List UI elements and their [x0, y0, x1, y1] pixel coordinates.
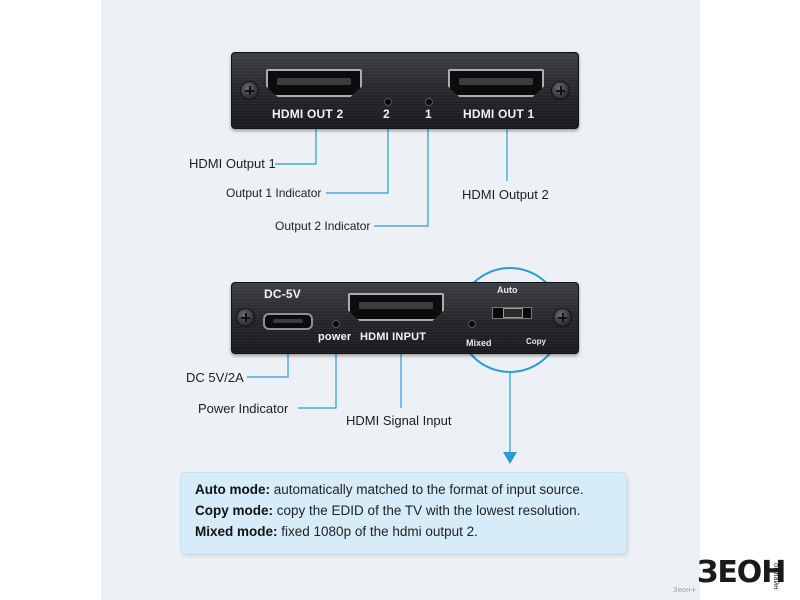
output-panel: HDMI OUT 2 2 1 HDMI OUT 1: [231, 52, 579, 129]
mode-auto-line: Auto mode: automatically matched to the …: [195, 482, 584, 497]
callout-dc: DC 5V/2A: [186, 370, 244, 385]
dc-5v-label: DC-5V: [264, 287, 302, 301]
mode-copy-line: Copy mode: copy the EDID of the TV with …: [195, 503, 580, 518]
callout-hdmi-signal-input: HDMI Signal Input: [346, 413, 452, 428]
mode-name: Mixed mode:: [195, 524, 278, 539]
hdmi-out-1-label: HDMI OUT 1: [463, 107, 535, 121]
hdmi-out-1-port: [448, 69, 544, 97]
callout-power-indicator: Power Indicator: [198, 401, 289, 416]
mode-led: [468, 320, 476, 328]
input-panel: DC-5V power HDMI INPUT Auto Mixed Copy: [231, 282, 579, 354]
brand-logo-side: онлайн: [772, 563, 780, 590]
screw-icon: [551, 81, 570, 100]
led-2-label: 2: [383, 107, 390, 121]
dc-power-port: [263, 313, 313, 330]
mode-switch-knob[interactable]: [503, 308, 523, 318]
output-1-led: [425, 98, 433, 106]
mode-mixed-line: Mixed mode: fixed 1080p of the hdmi outp…: [195, 524, 478, 539]
screw-icon: [553, 308, 572, 327]
callout-output-2-indicator: Output 2 Indicator: [275, 219, 371, 233]
watermark: Зеон+: [673, 586, 697, 594]
power-led: [332, 320, 340, 328]
hdmi-out-2-port: [266, 69, 362, 97]
screw-icon: [236, 308, 255, 327]
switch-copy-label: Copy: [526, 337, 546, 346]
mode-info-box: Auto mode: automatically matched to the …: [181, 473, 626, 553]
power-label: power: [318, 331, 352, 343]
brand-logo: ЗЕОН: [697, 555, 786, 590]
callout-hdmi-output-2: HDMI Output 2: [462, 187, 549, 202]
mode-name: Auto mode:: [195, 482, 270, 497]
switch-auto-label: Auto: [497, 285, 518, 295]
led-1-label: 1: [425, 107, 432, 121]
hdmi-input-port: [348, 293, 444, 321]
mode-desc: fixed 1080p of the hdmi output 2.: [277, 524, 478, 539]
mode-desc: automatically matched to the format of i…: [270, 482, 584, 497]
hdmi-out-2-label: HDMI OUT 2: [272, 107, 344, 121]
mode-desc: copy the EDID of the TV with the lowest …: [273, 503, 581, 518]
mode-name: Copy mode:: [195, 503, 274, 518]
hdmi-input-label: HDMI INPUT: [360, 331, 427, 343]
output-2-led: [384, 98, 392, 106]
callout-hdmi-output-1: HDMI Output 1: [189, 156, 276, 171]
callout-output-1-indicator: Output 1 Indicator: [226, 186, 322, 200]
switch-mixed-label: Mixed: [466, 338, 492, 348]
screw-icon: [240, 81, 259, 100]
